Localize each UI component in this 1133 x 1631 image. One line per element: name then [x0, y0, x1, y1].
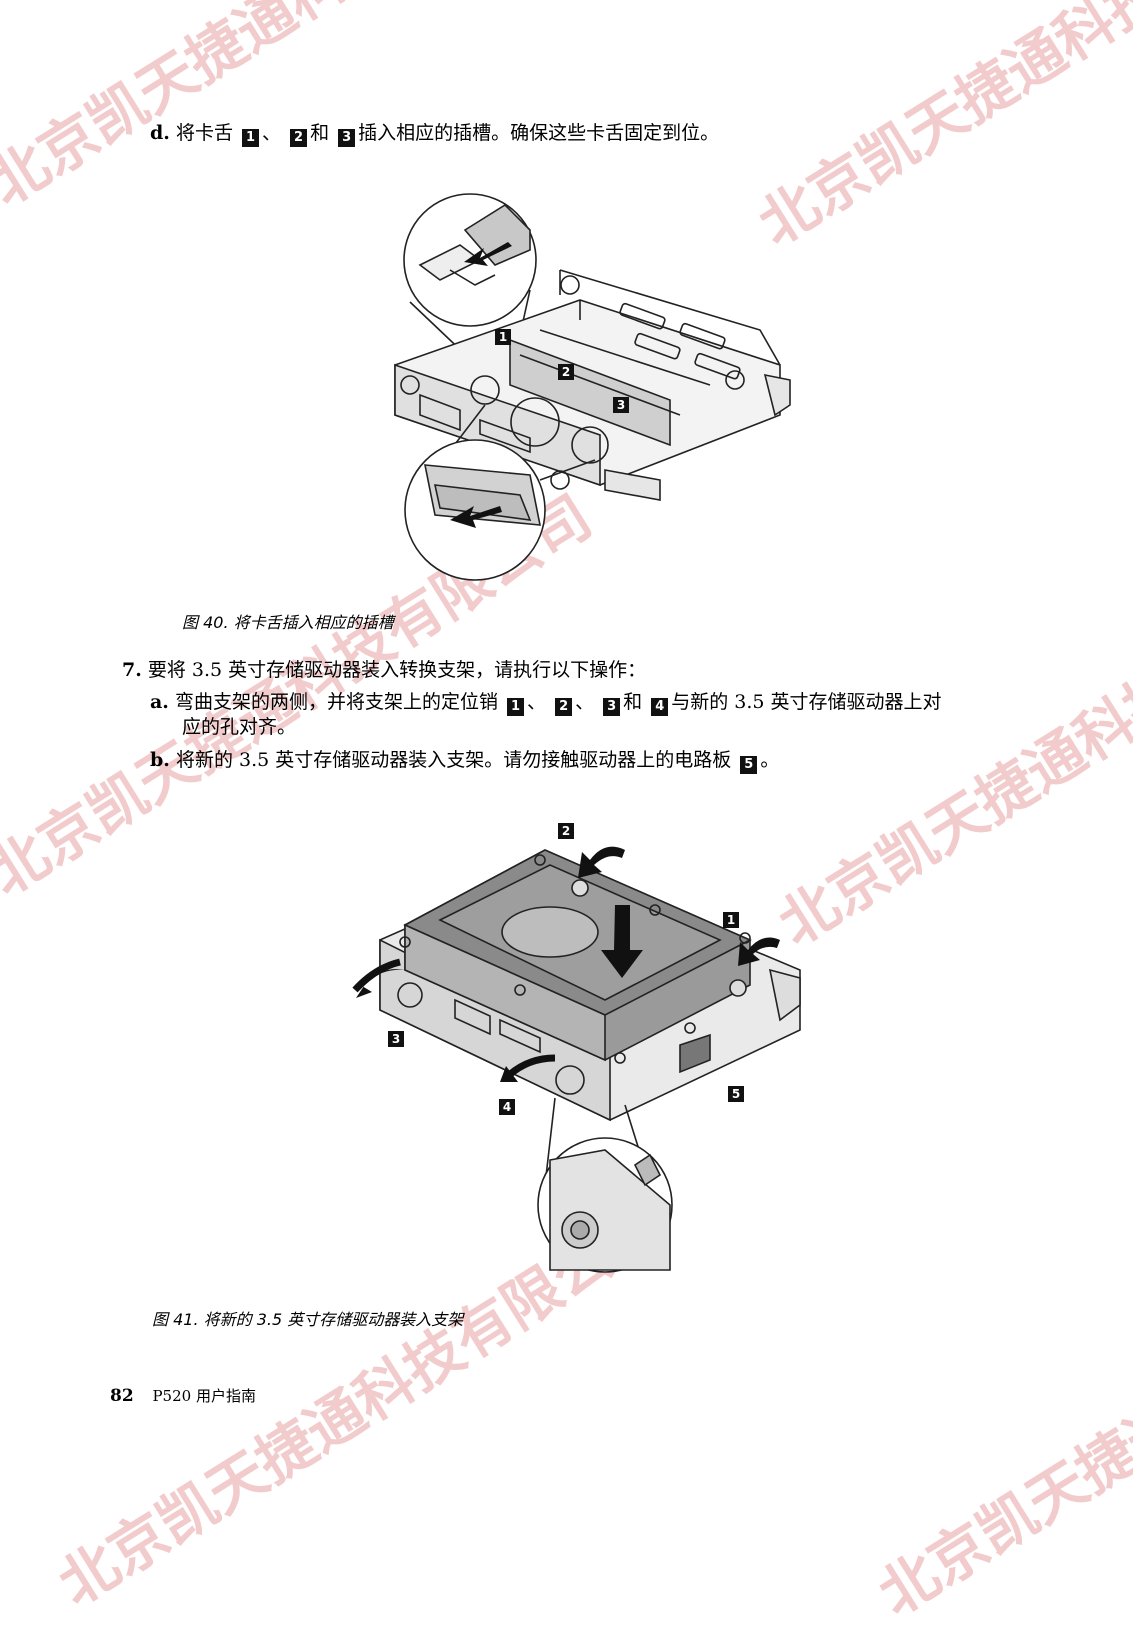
figure-callout: 4 — [499, 1099, 515, 1115]
step-text: 要将 3.5 英寸存储驱动器装入转换支架，请执行以下操作： — [147, 659, 647, 681]
figure-callout: 3 — [613, 397, 629, 413]
figure-callout: 3 — [388, 1031, 404, 1047]
callout-badge: 1 — [242, 129, 260, 147]
watermark: 北京凯天捷通科技有限公司 — [0, 0, 604, 219]
step-text: 插入相应的插槽。确保这些卡舌固定到位。 — [358, 122, 720, 144]
separator: 、 — [527, 691, 547, 713]
step-text: 将卡舌 — [175, 122, 233, 144]
figure-callout: 2 — [558, 823, 574, 839]
callout-badge: 3 — [338, 129, 356, 147]
step-label: a. — [150, 691, 169, 713]
figure-callout: 5 — [728, 1086, 744, 1102]
step-label: d. — [150, 122, 170, 144]
step-text: 与新的 3.5 英寸存储驱动器上对 — [671, 691, 942, 713]
figure-40-illustration — [394, 193, 791, 581]
separator: 和 — [623, 691, 643, 713]
callout-badge: 2 — [290, 129, 308, 147]
step-text: 弯曲支架的两侧，并将支架上的定位销 — [174, 691, 498, 713]
callout-badge: 3 — [603, 698, 621, 716]
figure-callout: 1 — [495, 329, 511, 345]
figure-callout: 2 — [558, 364, 574, 380]
step-7: 7. 要将 3.5 英寸存储驱动器装入转换支架，请执行以下操作： — [122, 658, 646, 682]
step-number: 7. — [122, 659, 142, 681]
callout-badge: 5 — [740, 756, 758, 774]
step-a-continuation: 应的孔对齐。 — [182, 716, 297, 738]
separator: 、 — [262, 122, 282, 144]
step-label: b. — [150, 749, 170, 771]
watermark: 北京凯天捷通科技有限公司 — [766, 532, 1133, 959]
figure-41-caption: 图 41. 将新的 3.5 英寸存储驱动器装入支架 — [152, 1310, 464, 1329]
step-text: 。 — [760, 749, 780, 771]
callout-badge: 4 — [651, 698, 669, 716]
document-title: P520 用户指南 — [152, 1387, 256, 1405]
page-footer: 82 P520 用户指南 — [110, 1385, 256, 1407]
separator: 、 — [575, 691, 595, 713]
callout-badge: 1 — [507, 698, 525, 716]
callout-badge: 2 — [555, 698, 573, 716]
page-number: 82 — [110, 1386, 134, 1406]
watermark: 北京凯天捷通科技有限公司 — [866, 1202, 1133, 1629]
figure-41-illustration — [352, 846, 801, 1273]
step-b: b. 将新的 3.5 英寸存储驱动器装入支架。请勿接触驱动器上的电路板 5。 — [150, 748, 779, 774]
separator: 和 — [310, 122, 330, 144]
figure-callout: 1 — [723, 912, 739, 928]
figure-40-caption: 图 40. 将卡舌插入相应的插槽 — [182, 613, 394, 632]
step-text: 将新的 3.5 英寸存储驱动器装入支架。请勿接触驱动器上的电路板 — [175, 749, 732, 771]
